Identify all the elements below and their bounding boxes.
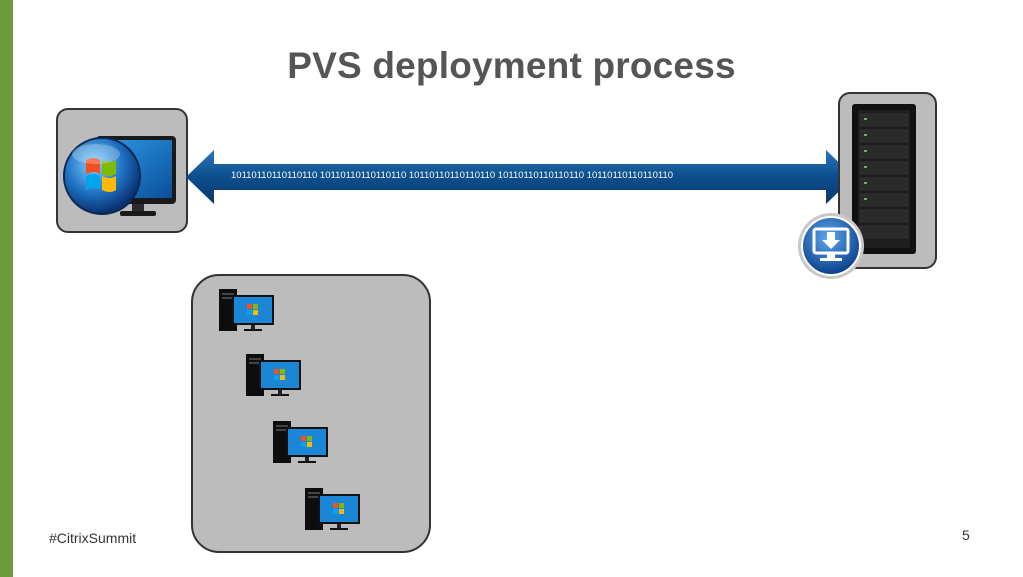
page-number: 5: [962, 527, 970, 543]
server-rack-icon: [852, 104, 916, 254]
download-monitor-icon: [798, 213, 864, 279]
slide-title: PVS deployment process: [287, 45, 736, 86]
footer-hashtag: #CitrixSummit: [49, 530, 137, 546]
windows-desktop-icon: [305, 488, 360, 530]
windows-desktop-icon: [246, 354, 301, 396]
windows-desktop-icon: [273, 421, 328, 463]
windows-monitor-icon: [63, 136, 176, 216]
stream-arrow: [186, 150, 854, 204]
binary-stream-text: 10110110110110110 10110110110110110 1011…: [231, 170, 674, 181]
accent-bar: [0, 0, 13, 577]
windows-desktop-icon: [219, 289, 274, 331]
